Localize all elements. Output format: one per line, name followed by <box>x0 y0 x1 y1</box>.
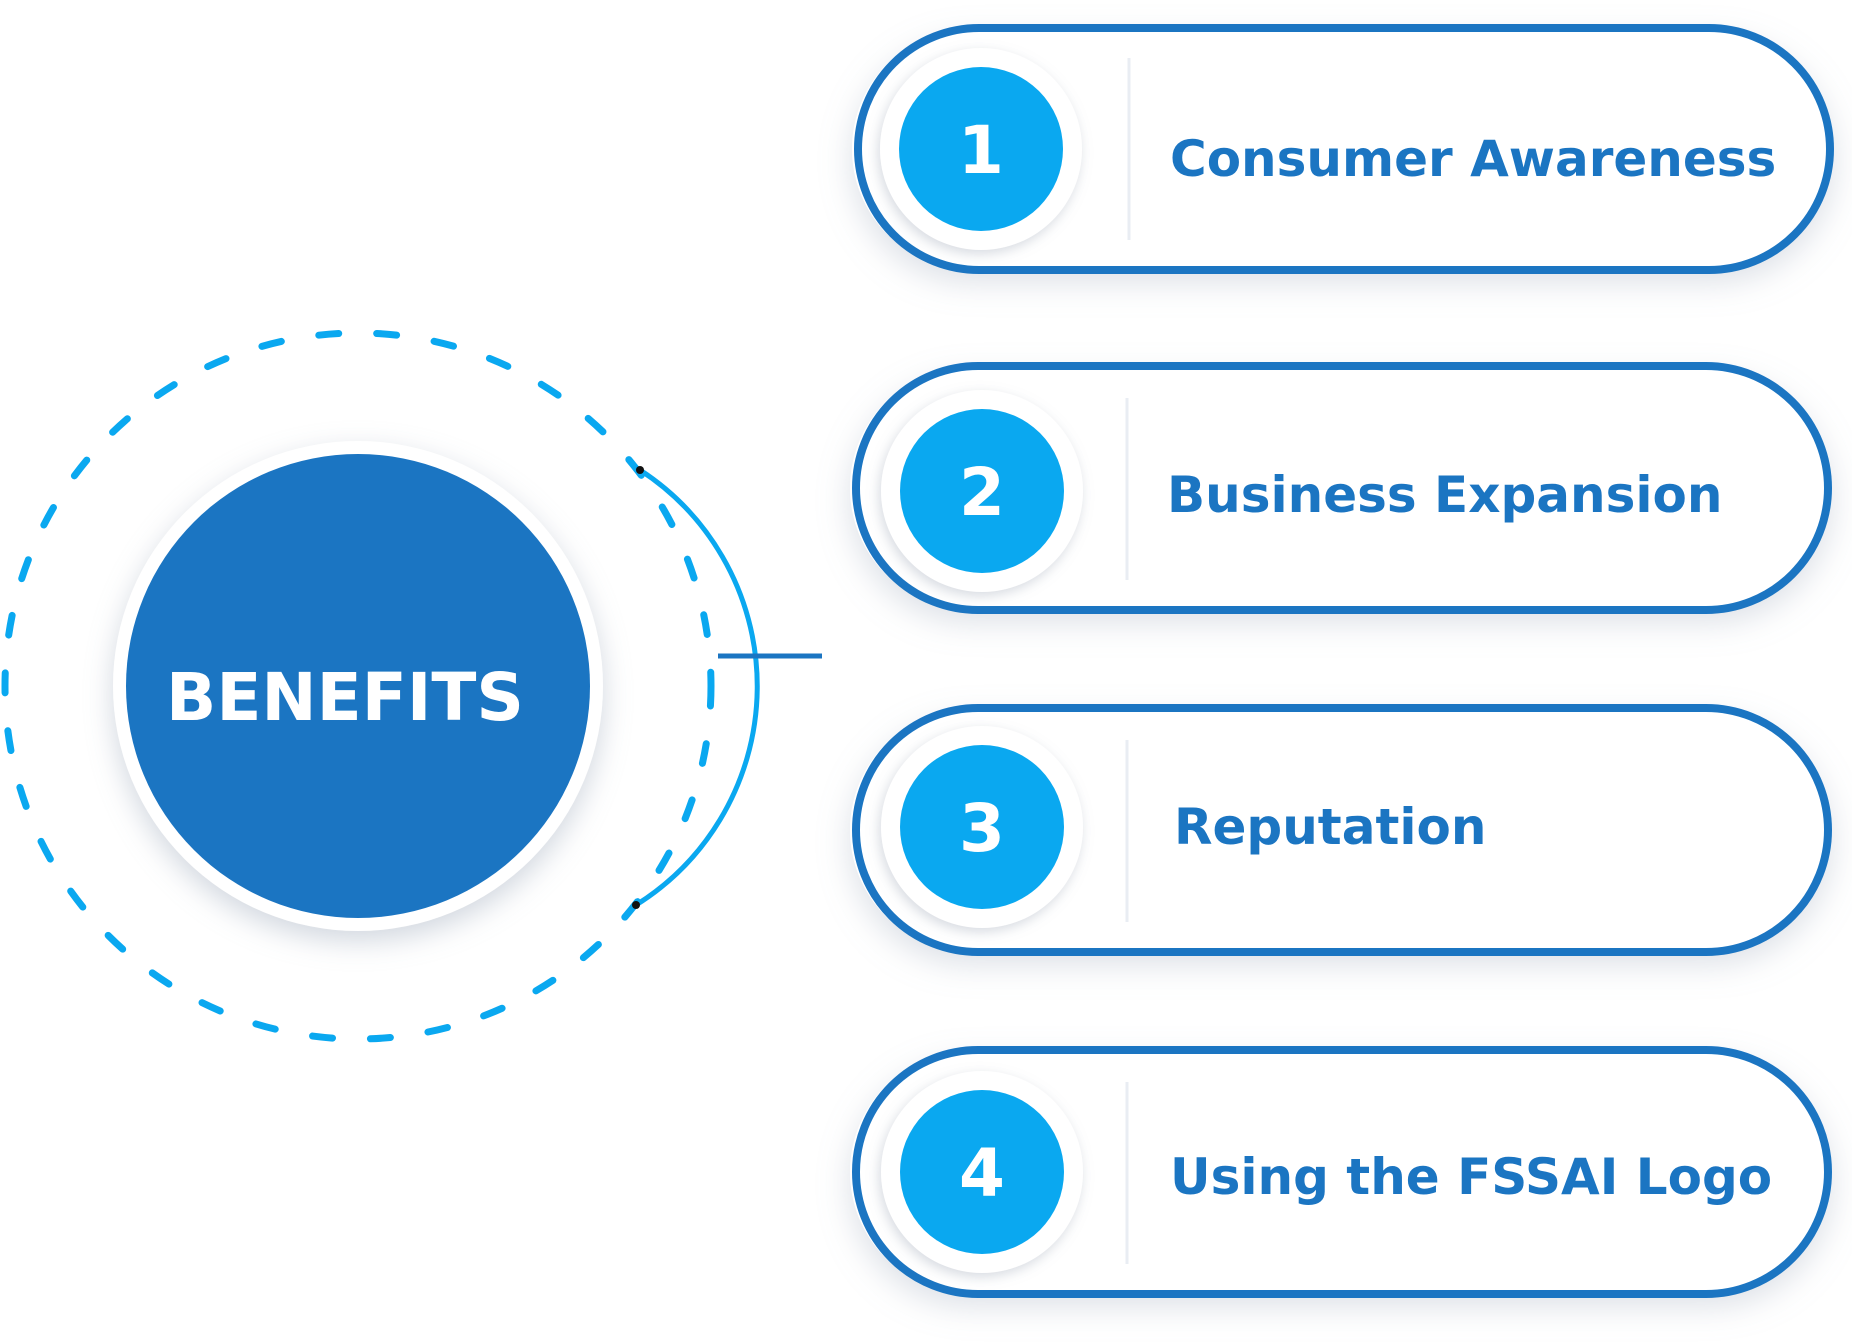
arc-end-dot-bottom <box>632 901 640 909</box>
hub-connector-arc <box>634 467 760 908</box>
pill-outline <box>854 24 1834 274</box>
number-circle <box>899 67 1063 231</box>
pill-outline <box>852 362 1832 614</box>
benefit-item-2: 2 Business Expansion <box>850 362 1832 614</box>
pill-inner-outline <box>868 38 1820 260</box>
hub-circle <box>126 454 590 918</box>
benefit-item-4: 4 Using the FSSAI Logo <box>850 1046 1832 1298</box>
item-label: Consumer Awareness <box>1170 130 1776 188</box>
item-label: Business Expansion <box>1167 466 1722 524</box>
item-number: 3 <box>959 790 1005 867</box>
pill-inner-outline <box>866 1060 1818 1284</box>
pill-outline <box>852 1046 1832 1298</box>
pill-outline <box>852 704 1832 956</box>
item-number: 1 <box>958 112 1004 189</box>
number-circle <box>900 409 1064 573</box>
hub-label: BENEFITS <box>166 659 524 736</box>
pill-inner-outline <box>866 376 1818 600</box>
number-circle <box>900 745 1064 909</box>
item-label: Reputation <box>1174 798 1486 856</box>
item-number: 2 <box>959 454 1005 531</box>
item-number: 4 <box>959 1135 1005 1212</box>
hub-dashed-ring <box>1 329 715 1043</box>
benefit-item-3: 3 Reputation <box>850 704 1832 956</box>
item-label: Using the FSSAI Logo <box>1170 1148 1772 1206</box>
pill-inner-outline <box>866 718 1818 942</box>
hub-group: BENEFITS <box>1 329 822 1043</box>
number-circle <box>900 1090 1064 1254</box>
benefit-item-1: 1 Consumer Awareness <box>852 24 1834 274</box>
arc-end-dot-top <box>636 466 644 474</box>
